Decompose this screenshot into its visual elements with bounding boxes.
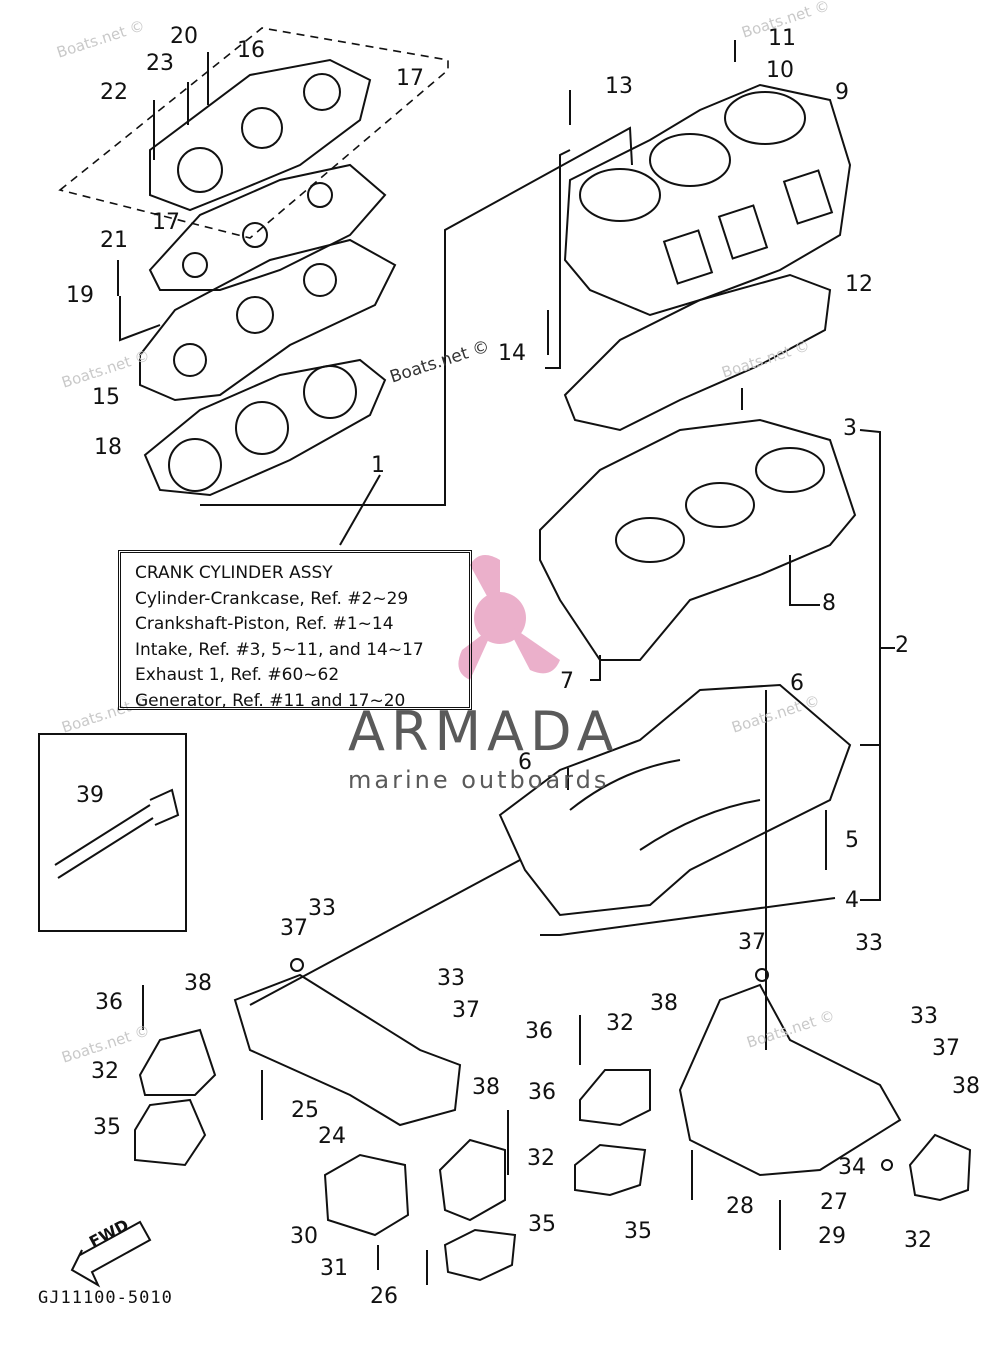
legend-line: Exhaust 1, Ref. #60~62 — [135, 665, 340, 685]
cover-port-1 — [177, 147, 223, 193]
legend-line: Crankshaft-Piston, Ref. #1~14 — [135, 614, 394, 634]
callout-11: 11 — [768, 26, 796, 51]
callout-21: 21 — [100, 228, 128, 253]
callout-34: 34 — [838, 1155, 866, 1180]
mount-35-left — [134, 1098, 207, 1167]
head-cover — [149, 58, 372, 212]
callout-35: 35 — [624, 1219, 652, 1244]
callout-32: 32 — [904, 1228, 932, 1253]
callout-22: 22 — [100, 80, 128, 105]
gasket-12 — [563, 273, 832, 432]
dashed-group-outline — [58, 27, 449, 239]
callout-17: 17 — [152, 210, 180, 235]
callout-14: 14 — [498, 341, 526, 366]
brand-name: ARMADA — [348, 700, 620, 763]
callout-27: 27 — [820, 1190, 848, 1215]
mount-35-center — [443, 1228, 517, 1282]
callout-20: 20 — [170, 24, 198, 49]
drawing-code: GJ11100-5010 — [38, 1288, 173, 1308]
callout-24: 24 — [318, 1124, 346, 1149]
callout-25: 25 — [291, 1098, 319, 1123]
mount-30 — [323, 1153, 410, 1237]
callout-37: 37 — [452, 998, 480, 1023]
callout-16: 16 — [237, 38, 265, 63]
callout-31: 31 — [320, 1256, 348, 1281]
callout-17: 17 — [396, 66, 424, 91]
brand-tagline: marine outboards — [348, 766, 610, 794]
mount-32-left — [138, 1028, 217, 1096]
cylinder-block-9 — [563, 83, 852, 317]
callout-38: 38 — [952, 1074, 980, 1099]
callout-26: 26 — [370, 1284, 398, 1309]
callout-18: 18 — [94, 435, 122, 460]
callout-33: 33 — [437, 966, 465, 991]
assembly-legend: CRANK CYLINDER ASSY Cylinder-Crankcase, … — [118, 550, 472, 711]
callout-35: 35 — [93, 1115, 121, 1140]
callout-2: 2 — [895, 633, 909, 658]
crankshaft-inset — [38, 733, 187, 932]
callout-32: 32 — [91, 1059, 119, 1084]
mount-32-right — [579, 1069, 651, 1127]
legend-line: Generator, Ref. #11 and 17~20 — [135, 690, 406, 711]
cover-port-3 — [303, 73, 341, 111]
fwd-arrow — [70, 1220, 152, 1288]
callout-32: 32 — [527, 1146, 555, 1171]
engine-mount-bracket-24 — [233, 973, 462, 1127]
gasket-18 — [143, 358, 387, 497]
callout-38: 38 — [184, 971, 212, 996]
callout-28: 28 — [726, 1194, 754, 1219]
mount-32-far-right — [908, 1133, 972, 1202]
callout-9: 9 — [835, 80, 849, 105]
callout-1: 1 — [371, 453, 385, 478]
callout-36: 36 — [525, 1019, 553, 1044]
callout-10: 10 — [766, 58, 794, 83]
callout-5: 5 — [845, 828, 859, 853]
callout-38: 38 — [650, 991, 678, 1016]
engine-mount-bracket-27 — [678, 983, 902, 1177]
callout-37: 37 — [738, 930, 766, 955]
callout-39: 39 — [76, 783, 104, 808]
callout-8: 8 — [822, 591, 836, 616]
cover-port-2 — [241, 107, 283, 149]
callout-13: 13 — [605, 74, 633, 99]
callout-37: 37 — [932, 1036, 960, 1061]
callout-4: 4 — [845, 888, 859, 913]
callout-12: 12 — [845, 272, 873, 297]
callout-37: 37 — [280, 916, 308, 941]
legend-line: Cylinder-Crankcase, Ref. #2~29 — [135, 588, 409, 609]
gasket-21 — [148, 163, 387, 291]
mount-35-right — [574, 1143, 647, 1197]
callout-19: 19 — [66, 283, 94, 308]
upper-crankcase-3 — [539, 418, 857, 661]
callout-36: 36 — [528, 1080, 556, 1105]
lower-crankcase-4 — [498, 683, 852, 917]
mount-32-center — [438, 1138, 506, 1222]
legend-line: Intake, Ref. #3, 5~11, and 14~17 — [135, 639, 424, 660]
callout-7: 7 — [560, 669, 574, 694]
callout-38: 38 — [472, 1075, 500, 1100]
callout-35: 35 — [528, 1212, 556, 1237]
callout-23: 23 — [146, 51, 174, 76]
callout-33: 33 — [308, 896, 336, 921]
callout-30: 30 — [290, 1224, 318, 1249]
cylinder-head-15 — [139, 238, 397, 402]
callout-33: 33 — [855, 931, 883, 956]
legend-title: CRANK CYLINDER ASSY — [135, 563, 333, 583]
callout-6: 6 — [790, 671, 804, 696]
callout-6: 6 — [518, 750, 532, 775]
crankshaft-39 — [54, 788, 180, 879]
callout-3: 3 — [843, 416, 857, 441]
callout-32: 32 — [606, 1011, 634, 1036]
callout-36: 36 — [95, 990, 123, 1015]
callout-15: 15 — [92, 385, 120, 410]
callout-33: 33 — [910, 1004, 938, 1029]
callout-29: 29 — [818, 1224, 846, 1249]
